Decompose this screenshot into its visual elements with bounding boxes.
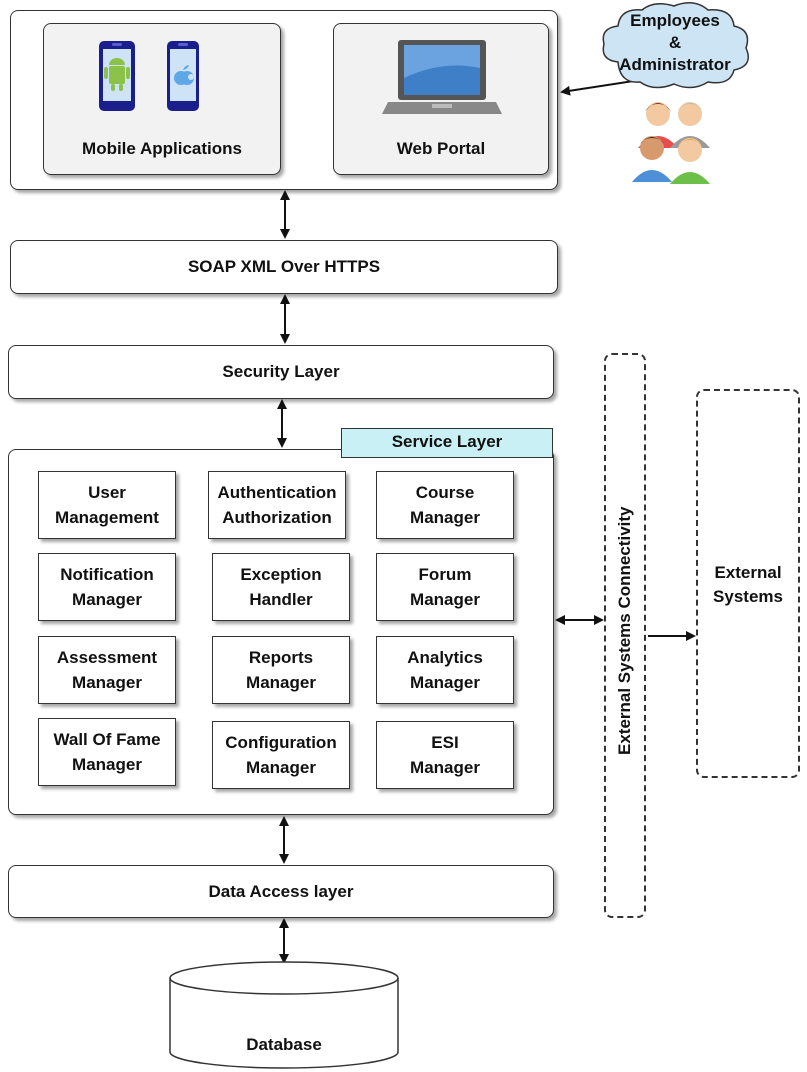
service-esi-manager: ESI Manager — [376, 721, 514, 789]
external-systems-line-2: Systems — [713, 587, 783, 606]
service-label-line: Manager — [72, 673, 142, 692]
service-label-line: Reports — [248, 648, 314, 667]
data-access-layer: Data Access layer — [8, 865, 554, 918]
service-label-line: Manager — [410, 758, 480, 777]
service-label-line: Manager — [410, 590, 480, 609]
external-connectivity-label: External Systems Connectivity — [615, 506, 634, 755]
external-systems-box: External Systems — [696, 389, 800, 778]
service-label-line: Analytics — [407, 648, 483, 667]
laptop-icon — [382, 40, 502, 114]
external-systems-label: External Systems — [698, 561, 798, 609]
service-label-line: Manager — [246, 673, 316, 692]
service-label-line: Course — [415, 483, 475, 502]
service-label-line: Manager — [410, 508, 480, 527]
service-label-line: Authorization — [222, 508, 332, 527]
service-label-line: User — [88, 483, 126, 502]
web-portal-label: Web Portal — [396, 139, 486, 158]
service-label-line: Forum — [418, 565, 472, 584]
service-label-line: ESI — [431, 733, 459, 752]
service-label-line: Assessment — [56, 648, 158, 667]
data-access-layer-label: Data Access layer — [208, 882, 354, 901]
cloud-line-3: Administrator — [619, 55, 731, 74]
service-layer-tag: Service Layer — [341, 428, 553, 458]
arrow-actors-clients — [560, 79, 641, 96]
security-layer: Security Layer — [8, 345, 554, 399]
mobile-applications-label: Mobile Applications — [82, 139, 242, 158]
service-label-line: Configuration — [225, 733, 337, 752]
service-label-line: Manager — [72, 590, 142, 609]
database-label: Database — [246, 1035, 322, 1054]
service-label-line: Wall Of Fame — [53, 730, 161, 749]
users-group-icon — [632, 102, 710, 184]
web-portal-panel: Web Portal — [333, 23, 549, 175]
service-label-line: Manager — [410, 673, 480, 692]
service-label-line: Management — [55, 508, 159, 527]
clients-container: Mobile Applications Web Portal — [10, 10, 558, 190]
service-label-line: Manager — [246, 758, 316, 777]
apple-phone-icon — [167, 41, 199, 111]
soap-layer: SOAP XML Over HTTPS — [10, 240, 558, 294]
cloud-line-1: Employees — [630, 11, 720, 30]
cloud-line-2: & — [668, 33, 682, 52]
service-label-line: Exception — [240, 565, 322, 584]
external-systems-line-1: External — [714, 563, 782, 582]
database-icon — [169, 961, 399, 1069]
mobile-panel: Mobile Applications — [43, 23, 281, 175]
service-label-line: Authentication — [217, 483, 337, 502]
service-label-line: Notification — [60, 565, 154, 584]
cloud-text: Employees & Administrator — [600, 10, 750, 76]
security-layer-label: Security Layer — [222, 362, 340, 381]
android-phone-icon — [99, 41, 135, 111]
external-connectivity-box — [604, 353, 646, 918]
soap-layer-label: SOAP XML Over HTTPS — [187, 257, 381, 276]
cloud-shape — [602, 2, 749, 89]
service-label-line: Manager — [72, 755, 142, 774]
service-label-line: Handler — [249, 590, 313, 609]
